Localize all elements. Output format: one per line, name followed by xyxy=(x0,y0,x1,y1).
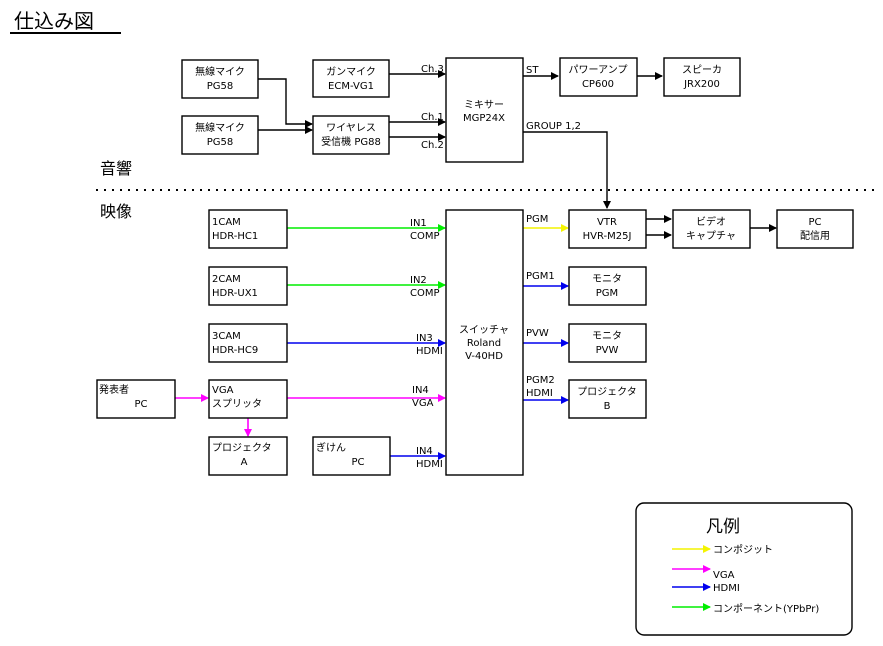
amp-model: CP600 xyxy=(582,79,614,90)
gunmic-name: ガンマイク xyxy=(326,66,376,78)
monPGM-model: PGM xyxy=(596,288,618,299)
legend-frame xyxy=(635,502,853,636)
label-in4-vga-type: VGA xyxy=(412,398,434,409)
label-ch1: Ch.1 xyxy=(421,112,444,123)
legend-vga-label: VGA xyxy=(713,570,735,581)
amp-name: パワーアンプ xyxy=(569,64,628,76)
pcstream-name: PC xyxy=(808,217,821,228)
section-label-video: 映像 xyxy=(100,202,132,221)
mixer-to-vtr-line xyxy=(523,131,611,209)
capture-name: ビデオ xyxy=(696,215,726,228)
box-mixer: ミキサー MGP24X xyxy=(445,57,524,163)
video-connections xyxy=(175,215,777,460)
label-group: GROUP 1,2 xyxy=(526,121,581,132)
box-gunmic: ガンマイク ECM-VG1 xyxy=(312,59,390,98)
box-vtr: VTR HVR-M25J xyxy=(568,209,647,249)
label-in1: IN1 xyxy=(410,218,427,229)
box-power-amp: パワーアンプ CP600 xyxy=(559,57,638,97)
projA-model: A xyxy=(241,457,248,468)
box-presenter-pc: 発表者 PC xyxy=(96,379,176,419)
legend-title: 凡例 xyxy=(706,517,740,537)
label-pgm2: PGM2 xyxy=(526,375,555,386)
mixer-name: ミキサー xyxy=(464,99,504,111)
label-pgm: PGM xyxy=(526,214,548,225)
splitter-model: スプリッタ xyxy=(212,398,262,410)
cam2-name: 2CAM xyxy=(212,274,241,285)
monPVW-model: PVW xyxy=(596,345,619,356)
presenter-name: 発表者 xyxy=(99,383,129,396)
capture-model: キャプチャ xyxy=(686,230,736,242)
box-mic1: 無線マイク PG58 xyxy=(181,59,259,99)
box-projector-b: プロジェクタ B xyxy=(568,379,647,419)
splitter-name: VGA xyxy=(212,385,234,396)
box-cam3: 3CAM HDR-HC9 xyxy=(208,323,288,363)
speaker-model: JRX200 xyxy=(683,79,720,90)
gikenpc-model: PC xyxy=(351,457,364,468)
gunmic-model: ECM-VG1 xyxy=(328,81,374,92)
label-pvw: PVW xyxy=(526,328,549,339)
label-in2: IN2 xyxy=(410,275,427,286)
label-in4-hdmi: IN4 xyxy=(416,446,433,457)
vtr-model: HVR-M25J xyxy=(583,231,632,242)
box-streaming-pc: PC 配信用 xyxy=(776,209,854,249)
page-title: 仕込み図 xyxy=(14,9,94,33)
switcher-brand: Roland xyxy=(467,338,501,349)
mic1-to-wireless-line xyxy=(258,78,313,128)
projB-name: プロジェクタ xyxy=(577,386,637,398)
box-switcher: スイッチャ Roland V-40HD xyxy=(445,209,524,476)
label-in2-type: COMP xyxy=(410,288,440,299)
label-in4-vga: IN4 xyxy=(412,385,429,396)
box-video-capture: ビデオ キャプチャ xyxy=(672,209,751,249)
box-giken-pc: ぎけん PC xyxy=(312,436,391,476)
legend: 凡例 コンポジット VGA HDMI コンポーネント(YPbPr) xyxy=(635,502,853,636)
speaker-name: スピーカ xyxy=(682,64,722,76)
cam3-name: 3CAM xyxy=(212,331,241,342)
box-monitor-pgm: モニタ PGM xyxy=(568,266,647,306)
box-cam2: 2CAM HDR-UX1 xyxy=(208,266,288,306)
label-in4-hdmi-type: HDMI xyxy=(416,459,443,470)
cam1-model: HDR-HC1 xyxy=(212,231,258,242)
audio-connections xyxy=(258,70,663,209)
switcher-model: V-40HD xyxy=(465,351,503,362)
section-label-audio: 音響 xyxy=(100,159,132,178)
label-ch2: Ch.2 xyxy=(421,140,444,151)
box-monitor-pvw: モニタ PVW xyxy=(568,323,647,363)
legend-hdmi-label: HDMI xyxy=(713,583,740,594)
box-speaker: スピーカ JRX200 xyxy=(663,57,741,97)
cam3-model: HDR-HC9 xyxy=(212,345,258,356)
legend-composite-label: コンポジット xyxy=(713,544,773,556)
label-pgm2-type: HDMI xyxy=(526,388,553,399)
mic1-model: PG58 xyxy=(207,81,234,92)
pcstream-model: 配信用 xyxy=(800,230,830,242)
legend-component-label: コンポーネント(YPbPr) xyxy=(713,603,819,615)
switcher-name: スイッチャ xyxy=(459,324,509,336)
monPVW-name: モニタ xyxy=(592,330,622,342)
label-ch3: Ch.3 xyxy=(421,64,444,75)
mixer-model: MGP24X xyxy=(463,113,505,124)
cam2-model: HDR-UX1 xyxy=(212,288,258,299)
mic1-name: 無線マイク xyxy=(195,65,245,78)
box-wireless-receiver: ワイヤレス 受信機 PG88 xyxy=(312,115,390,155)
label-in3: IN3 xyxy=(416,333,433,344)
box-projector-a: プロジェクタ A xyxy=(208,436,288,476)
mic2-model: PG58 xyxy=(207,137,234,148)
projB-model: B xyxy=(604,401,611,412)
cam1-name: 1CAM xyxy=(212,217,241,228)
monPGM-name: モニタ xyxy=(592,273,622,285)
presenter-model: PC xyxy=(134,399,147,410)
gikenpc-name: ぎけん xyxy=(316,441,346,454)
mic2-name: 無線マイク xyxy=(195,121,245,134)
label-in1-type: COMP xyxy=(410,231,440,242)
projA-name: プロジェクタ xyxy=(212,442,272,454)
box-cam1: 1CAM HDR-HC1 xyxy=(208,209,288,249)
label-pgm1: PGM1 xyxy=(526,271,555,282)
label-st: ST xyxy=(526,65,539,76)
vtr-name: VTR xyxy=(597,217,617,228)
wireless-model: 受信機 PG88 xyxy=(321,135,381,148)
box-mic2: 無線マイク PG58 xyxy=(181,115,259,155)
wireless-name: ワイヤレス xyxy=(326,123,376,134)
box-vga-splitter: VGA スプリッタ xyxy=(208,379,288,419)
label-in3-type: HDMI xyxy=(416,346,443,357)
